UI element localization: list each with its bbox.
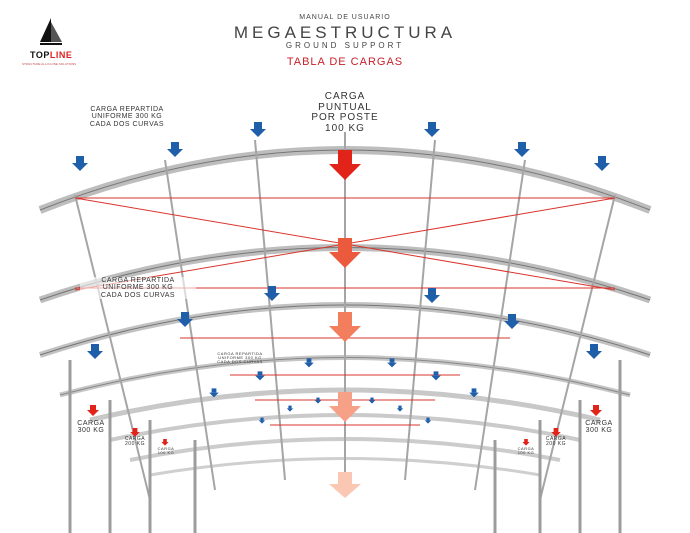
label-left-inner-load: CARGA 100 KG	[157, 446, 175, 456]
center-arrow-2	[329, 238, 361, 268]
page-title: MEGAESTRUCTURA	[233, 23, 457, 42]
document-header: MANUAL DE USUARIO MEGAESTRUCTURA GROUND …	[0, 14, 690, 68]
center-arrow-1	[329, 150, 361, 180]
label-right-outer-load: CARGA 300 KG	[585, 420, 613, 435]
topline-logo: TOPLINE STRUCTURE ALL-IN-ONE SOLUTIONS	[22, 18, 84, 72]
truss-purlins	[74, 132, 616, 501]
label-right-inner-load: CARGA 100 KG	[517, 446, 535, 456]
center-arrow-5	[329, 472, 361, 498]
logo-text: TOPLINE	[30, 50, 73, 60]
label-uniform-load-small: CARGA REPARTIDA UNIFORME 300 KG CADA DOS…	[217, 351, 263, 365]
page-subtitle: GROUND SUPPORT	[285, 41, 405, 50]
manual-label: MANUAL DE USUARIO	[299, 14, 391, 21]
label-uniform-load-mid: CARGA REPARTIDA UNIFORME 300 KG CADA DOS…	[80, 277, 196, 300]
center-arrow-3	[329, 312, 361, 342]
logo-mark-icon	[40, 18, 62, 45]
center-load-arrows	[329, 150, 361, 498]
logo-tagline: STRUCTURE ALL-IN-ONE SOLUTIONS	[22, 62, 77, 66]
label-left-outer-load: CARGA 300 KG	[77, 420, 105, 435]
label-uniform-load-top: CARGA REPARTIDA UNIFORME 300 KG CADA DOS…	[89, 106, 165, 128]
center-arrow-4	[329, 392, 361, 422]
label-left-mid-load: CARGA 200 KG	[124, 436, 146, 448]
table-title: TABLA DE CARGAS	[286, 56, 404, 68]
label-point-load: CARGA PUNTUAL POR POSTE 100 KG	[311, 91, 379, 134]
support-posts	[68, 360, 622, 533]
label-right-mid-load: CARGA 200 KG	[545, 436, 567, 448]
